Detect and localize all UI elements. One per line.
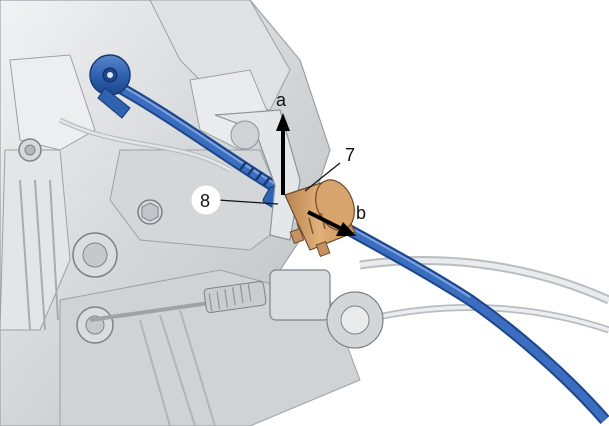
callout-7-label: 7 (345, 145, 355, 165)
arrow-a: a (276, 90, 290, 195)
callout-7: 7 (304, 145, 355, 192)
callout-8: 8 (191, 185, 279, 215)
bolt-center (137, 199, 163, 225)
blue-cable-end-fitting (89, 54, 131, 119)
retaining-clip (284, 179, 356, 257)
callout-8-label: 8 (200, 191, 210, 211)
arrow-b: b (307, 203, 366, 236)
arrow-b-label: b (356, 203, 366, 223)
arrow-a-label: a (276, 90, 287, 110)
cable-bracket (214, 109, 301, 241)
secondary-cable-end (89, 269, 384, 349)
bolt-upper-left (18, 138, 42, 162)
